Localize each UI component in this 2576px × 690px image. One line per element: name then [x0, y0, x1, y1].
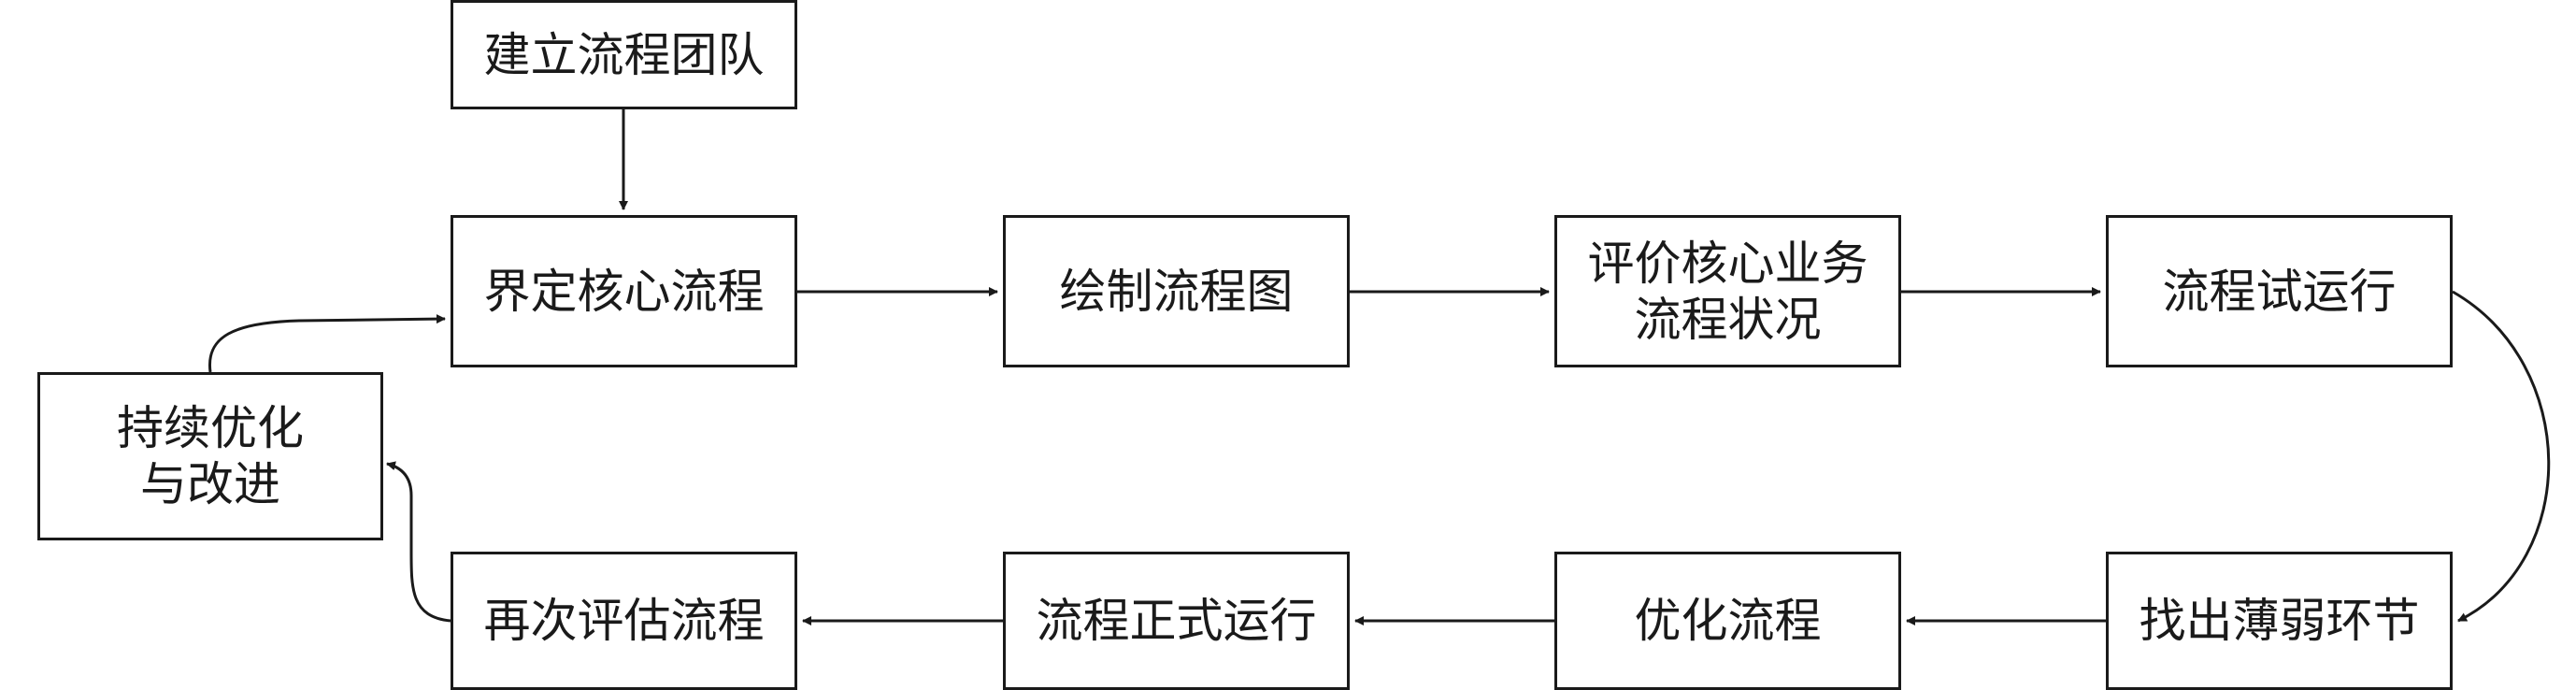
node-process-trial-run: 流程试运行	[2106, 215, 2453, 367]
edge-trial-to-weak	[2452, 290, 2551, 623]
node-find-weak-links: 找出薄弱环节	[2106, 552, 2453, 690]
edge-reassess-to-improve	[386, 461, 451, 623]
node-reassess-process: 再次评估流程	[451, 552, 797, 690]
node-define-core-process: 界定核心流程	[451, 215, 797, 367]
node-build-process-team: 建立流程团队	[451, 0, 797, 109]
node-formal-process-run: 流程正式运行	[1003, 552, 1350, 690]
node-continuous-improvement: 持续优化 与改进	[37, 372, 383, 540]
node-draw-flowchart: 绘制流程图	[1003, 215, 1350, 367]
node-evaluate-core-business-process: 评价核心业务 流程状况	[1554, 215, 1901, 367]
edge-improve-to-define	[208, 314, 446, 373]
node-optimize-process: 优化流程	[1554, 552, 1901, 690]
